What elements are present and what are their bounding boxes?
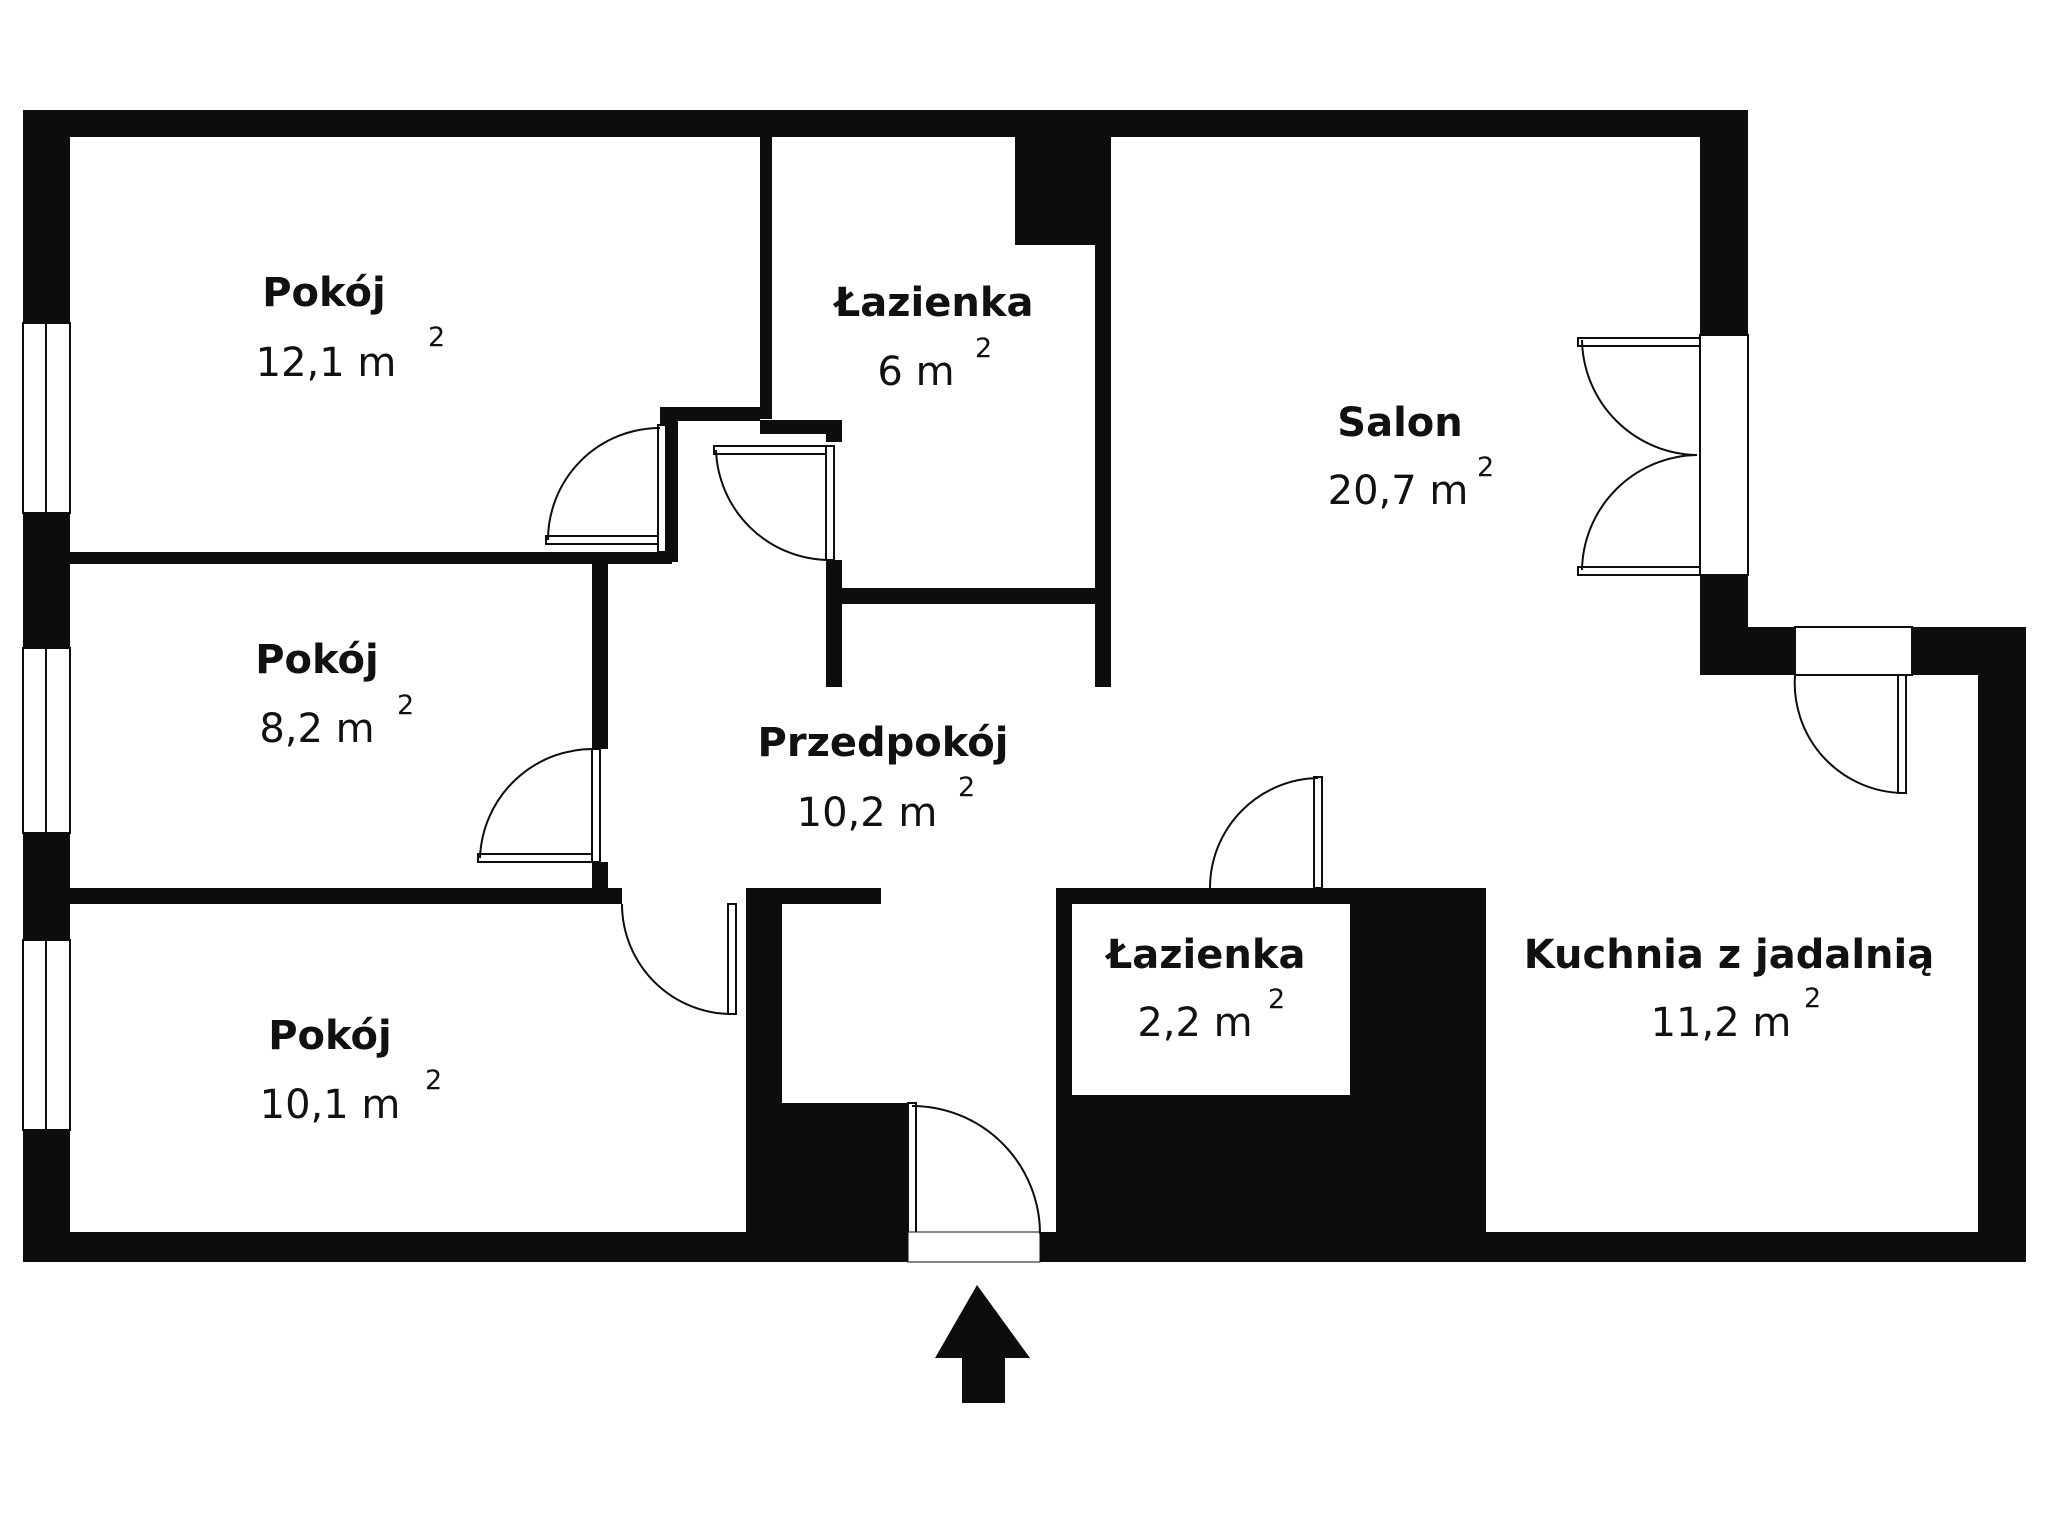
window-pokoj-2 — [22, 647, 71, 834]
room-name: Pokój — [268, 1013, 392, 1059]
room-area-unit-exponent: 2 — [428, 322, 445, 353]
room-area-unit-exponent: 2 — [975, 333, 992, 364]
room-area-unit-exponent: 2 — [1804, 983, 1821, 1014]
room-name: Łazienka — [833, 280, 1034, 326]
room-lazienka-1: Łazienka 6 m 2 — [833, 280, 1034, 395]
door-lazienka-1 — [713, 445, 835, 561]
room-pokoj-1: Pokój 12,1 m 2 — [256, 270, 446, 386]
room-area-unit-exponent: 2 — [1477, 452, 1494, 483]
interior-walls — [70, 137, 1486, 1232]
room-pokoj-2: Pokój 8,2 m 2 — [255, 637, 414, 752]
room-area: 20,7 m — [1328, 468, 1469, 514]
door-lazienka-2 — [1209, 776, 1323, 889]
up-arrow-icon — [935, 1285, 1030, 1403]
door-entrance — [907, 1102, 1041, 1263]
room-area: 10,2 m — [797, 790, 938, 836]
room-name: Salon — [1337, 400, 1462, 446]
room-area-unit-exponent: 2 — [397, 690, 414, 721]
room-area: 2,2 m — [1137, 1000, 1252, 1046]
room-area: 8,2 m — [259, 706, 374, 752]
room-area-unit-exponent: 2 — [425, 1065, 442, 1096]
room-name: Łazienka — [1105, 932, 1306, 978]
window-salon — [1699, 334, 1749, 576]
window-pokoj-1 — [22, 322, 71, 514]
room-lazienka-2: Łazienka 2,2 m 2 — [1105, 932, 1306, 1046]
room-name: Pokój — [255, 637, 379, 683]
doors — [477, 337, 1907, 1263]
room-name: Pokój — [262, 270, 386, 316]
room-kuchnia: Kuchnia z jadalnią 11,2 m 2 — [1524, 932, 1935, 1046]
door-pokoj-2 — [477, 747, 601, 863]
room-area: 12,1 m — [256, 340, 397, 386]
room-pokoj-3: Pokój 10,1 m 2 — [260, 1013, 443, 1128]
room-labels: Pokój 12,1 m 2 Łazienka 6 m 2 Salon 20,7… — [255, 270, 1934, 1128]
room-salon: Salon 20,7 m 2 — [1328, 400, 1495, 514]
room-area-unit-exponent: 2 — [1268, 984, 1285, 1015]
room-name: Kuchnia z jadalnią — [1524, 932, 1935, 978]
door-kuchnia-balcony — [1793, 674, 1907, 794]
room-przedpokoj: Przedpokój 10,2 m 2 — [758, 720, 1009, 836]
door-salon — [1577, 337, 1701, 576]
door-pokoj-1 — [545, 424, 667, 553]
room-name: Przedpokój — [758, 720, 1009, 766]
room-area-unit-exponent: 2 — [958, 772, 975, 803]
window-pokoj-3 — [22, 939, 71, 1131]
door-pokoj-3 — [621, 903, 737, 1015]
room-area: 11,2 m — [1651, 1000, 1792, 1046]
window-kuchnia — [1794, 626, 1913, 676]
room-area: 6 m — [877, 349, 954, 395]
windows — [22, 322, 1913, 1131]
room-area: 10,1 m — [260, 1082, 401, 1128]
